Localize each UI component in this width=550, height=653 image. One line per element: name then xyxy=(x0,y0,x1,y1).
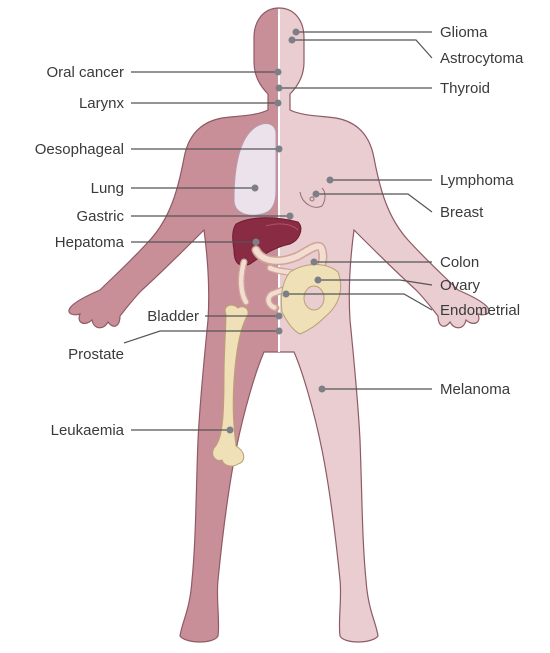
labels-right: Glioma Astrocytoma Thyroid Lymphoma Brea… xyxy=(440,24,524,398)
label-prostate: Prostate xyxy=(68,346,124,363)
label-ovary: Ovary xyxy=(440,277,481,294)
label-oesophageal: Oesophageal xyxy=(35,141,124,158)
marker-oesophageal xyxy=(276,146,283,153)
marker-oral-cancer xyxy=(275,69,282,76)
label-hepatoma: Hepatoma xyxy=(55,234,125,251)
marker-endometrial xyxy=(283,291,290,298)
marker-glioma xyxy=(293,29,300,36)
label-oral-cancer: Oral cancer xyxy=(46,64,124,81)
marker-gastric xyxy=(287,213,294,220)
label-leukaemia: Leukaemia xyxy=(51,422,125,439)
label-larynx: Larynx xyxy=(79,95,125,112)
label-bladder: Bladder xyxy=(147,308,199,325)
label-breast: Breast xyxy=(440,204,484,221)
label-gastric: Gastric xyxy=(76,208,124,225)
leader-astrocytoma xyxy=(292,40,432,58)
marker-bladder xyxy=(276,313,283,320)
label-glioma: Glioma xyxy=(440,24,488,41)
marker-astrocytoma xyxy=(289,37,296,44)
label-endometrial: Endometrial xyxy=(440,302,520,319)
marker-leukaemia xyxy=(227,427,234,434)
marker-hepatoma xyxy=(253,239,260,246)
marker-lung xyxy=(252,185,259,192)
marker-colon xyxy=(311,259,318,266)
label-lymphoma: Lymphoma xyxy=(440,172,514,189)
label-lung: Lung xyxy=(91,180,124,197)
marker-breast xyxy=(313,191,320,198)
marker-ovary xyxy=(315,277,322,284)
marker-lymphoma xyxy=(327,177,334,184)
marker-melanoma xyxy=(319,386,326,393)
label-colon: Colon xyxy=(440,254,479,271)
label-astrocytoma: Astrocytoma xyxy=(440,50,524,67)
label-melanoma: Melanoma xyxy=(440,381,511,398)
marker-thyroid xyxy=(276,85,283,92)
marker-larynx xyxy=(275,100,282,107)
label-thyroid: Thyroid xyxy=(440,80,490,97)
marker-prostate xyxy=(276,328,283,335)
